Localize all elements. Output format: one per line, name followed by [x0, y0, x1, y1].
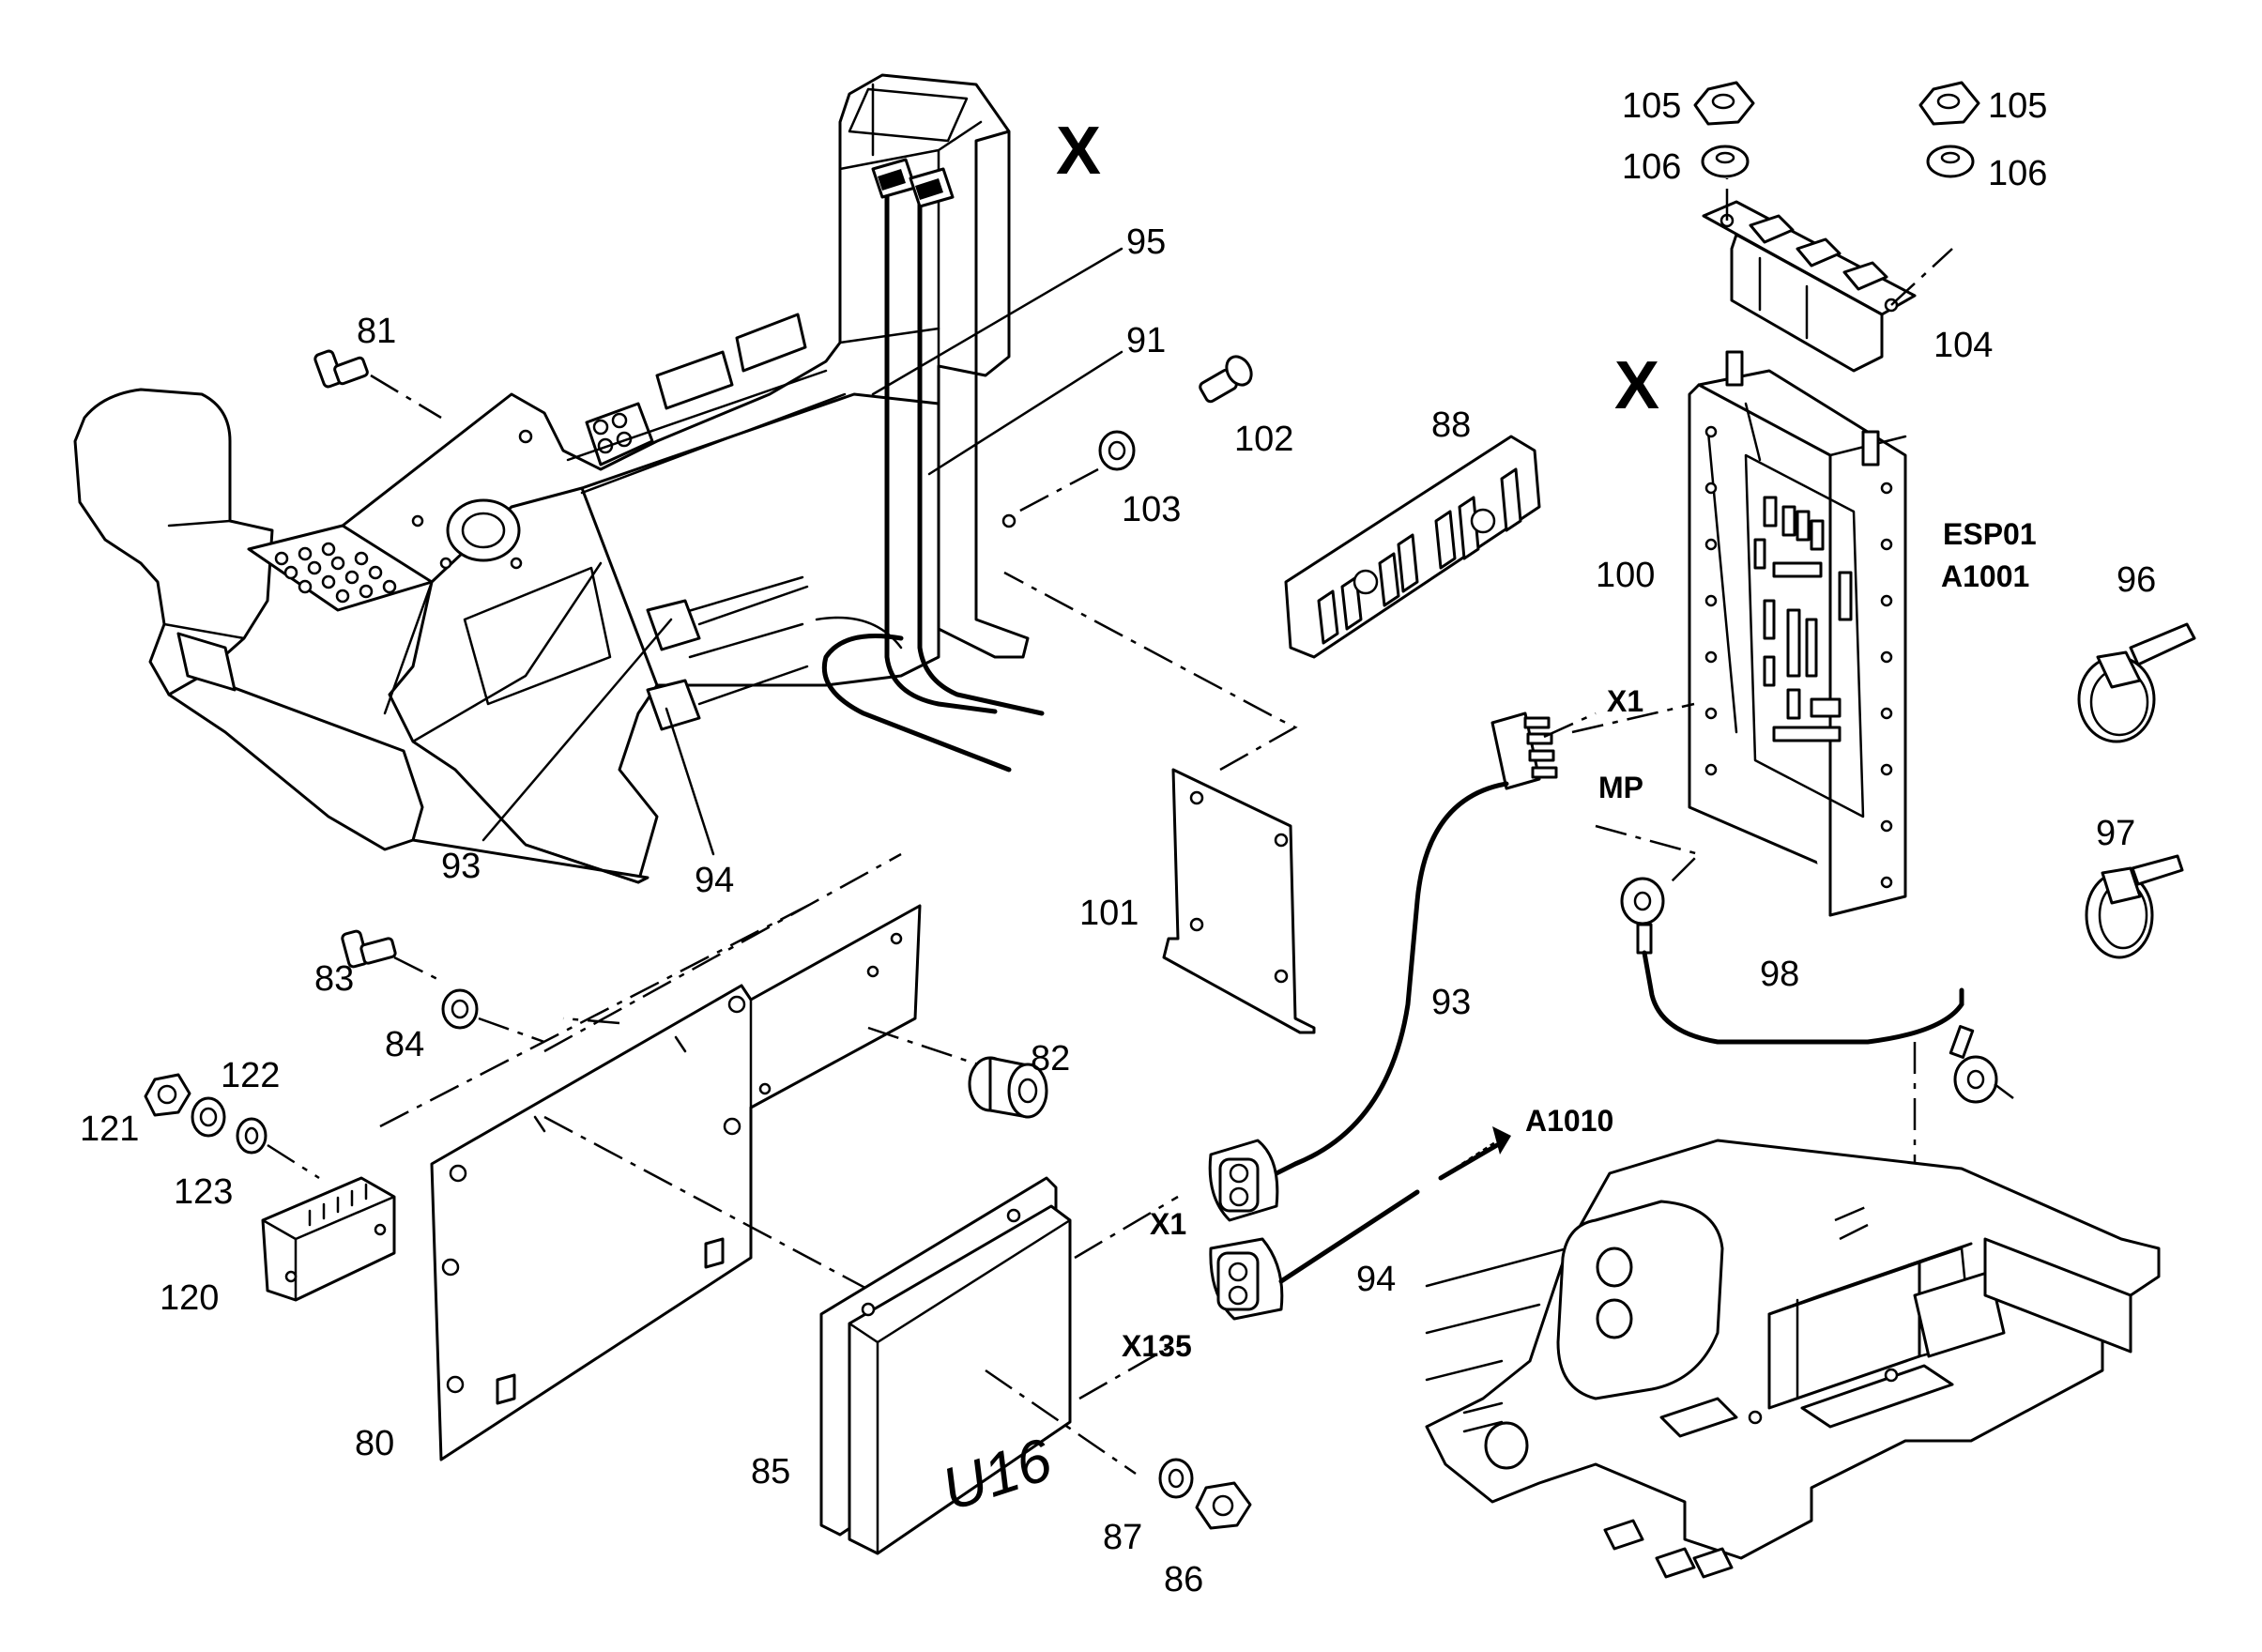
- callout-123: 123: [174, 1172, 233, 1212]
- bracket-101: [1003, 571, 1316, 1034]
- washer-122: [191, 1096, 226, 1138]
- mounting-plate-80: [379, 852, 996, 1461]
- relay-board-88: [1284, 435, 1541, 659]
- callout-105-right: 105: [1988, 86, 2047, 126]
- callout-94-harness: 94: [1356, 1260, 1396, 1299]
- callout-82: 82: [1031, 1039, 1070, 1078]
- screw-102: [1199, 355, 1253, 404]
- callout-93-console: 93: [441, 847, 481, 886]
- view-marker-x-module: X: [1614, 348, 1659, 423]
- callout-84: 84: [385, 1025, 424, 1064]
- label-x1-module: X1: [1607, 684, 1643, 718]
- screw-83: [341, 929, 442, 983]
- callout-102: 102: [1234, 420, 1293, 459]
- label-a1010: A1010: [1525, 1104, 1613, 1138]
- callout-105-left: 105: [1622, 86, 1681, 126]
- washer-106-left: [1701, 145, 1750, 178]
- callout-86: 86: [1164, 1560, 1203, 1599]
- view-marker-x-console: X: [1056, 114, 1101, 189]
- harness-93: [1208, 711, 1597, 1222]
- callout-104: 104: [1933, 326, 1993, 365]
- operator-console: [73, 73, 1045, 884]
- switch-block-104: [1702, 178, 1953, 373]
- vent-grille: [247, 524, 434, 612]
- callout-96: 96: [2117, 560, 2156, 600]
- callout-80: 80: [355, 1424, 394, 1463]
- control-unit-u16-85: U16: [819, 1176, 1179, 1555]
- washer-103: [1017, 430, 1136, 513]
- callout-87: 87: [1103, 1518, 1142, 1557]
- connector-120: [261, 1176, 396, 1302]
- label-x135: X135: [1122, 1329, 1192, 1363]
- callout-98: 98: [1760, 955, 1799, 994]
- label-a1001: A1001: [1941, 559, 2029, 593]
- callout-106-right: 106: [1988, 154, 2047, 193]
- label-mp: MP: [1598, 771, 1643, 804]
- callout-93-harness: 93: [1431, 983, 1471, 1022]
- callout-121: 121: [80, 1109, 139, 1149]
- washer-106-right: [1926, 145, 1975, 178]
- washer-84: [441, 988, 545, 1044]
- nut-105-right: [1918, 81, 1980, 126]
- washer-123: [236, 1117, 320, 1180]
- callout-91: 91: [1126, 321, 1166, 360]
- cable-tie-96: [2077, 622, 2196, 743]
- control-module-100: [1571, 350, 1907, 917]
- nut-86: [1195, 1481, 1252, 1530]
- callout-95: 95: [1126, 222, 1166, 262]
- cable-tie-97: [2085, 854, 2184, 959]
- callout-101: 101: [1079, 894, 1139, 933]
- nut-121: [144, 1073, 191, 1117]
- callout-100: 100: [1596, 556, 1655, 595]
- screw-81: [313, 349, 442, 420]
- callout-103: 103: [1122, 490, 1181, 529]
- callout-83: 83: [314, 959, 354, 999]
- harness-94: [1209, 1126, 1511, 1321]
- nut-105-left: [1693, 81, 1755, 126]
- label-esp01: ESP01: [1943, 517, 2037, 551]
- callout-81: 81: [357, 312, 396, 351]
- machine-frame: [1425, 1139, 2161, 1579]
- ground-cable-98: [1620, 877, 2014, 1248]
- callout-94-console: 94: [695, 861, 734, 900]
- callout-122: 122: [221, 1056, 280, 1095]
- callout-88: 88: [1431, 405, 1471, 445]
- callout-106-left: 106: [1622, 147, 1681, 187]
- spacer-82: [968, 1056, 1048, 1119]
- callout-85: 85: [751, 1452, 790, 1491]
- washer-87: [1158, 1458, 1194, 1499]
- label-x1-harness: X1: [1150, 1207, 1186, 1241]
- callout-120: 120: [160, 1278, 219, 1318]
- callout-97: 97: [2096, 814, 2135, 853]
